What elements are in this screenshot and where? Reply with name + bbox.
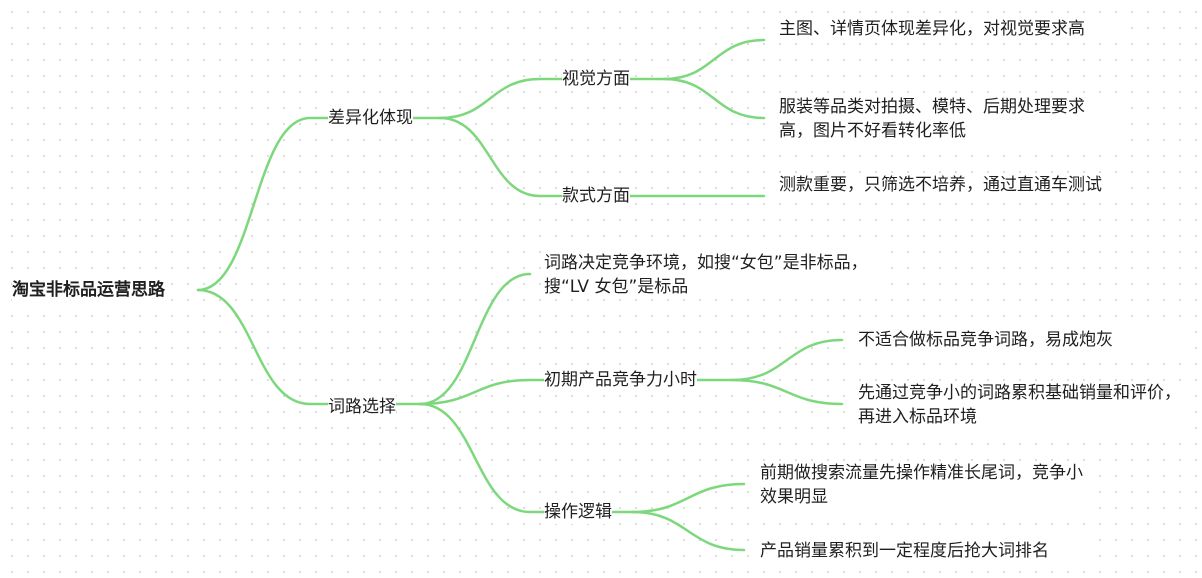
node-early-item-2[interactable]: 先通过竞争小的词路累积基础销量和评价，再进入标品环境	[858, 381, 1192, 429]
node-differentiation[interactable]: 差异化体现	[328, 106, 413, 130]
node-operation-logic[interactable]: 操作逻辑	[544, 500, 612, 524]
node-ops-item-2[interactable]: 产品销量累积到一定程度后抢大词排名	[760, 539, 1098, 563]
connector-early-to-item2	[730, 378, 844, 406]
connector-early-to-item1	[730, 338, 844, 382]
node-style-item-1[interactable]: 测款重要，只筛选不培养，通过直通车测试	[779, 173, 1117, 197]
node-early-item-1[interactable]: 不适合做标品竞争词路，易成炮灰	[858, 328, 1192, 352]
connector-diff-to-style	[438, 116, 666, 198]
node-word-path[interactable]: 词路选择	[328, 395, 396, 419]
connector-words-to-decide	[418, 272, 532, 406]
node-style[interactable]: 款式方面	[562, 184, 630, 208]
connector-visual-to-item1	[662, 38, 766, 81]
node-visual[interactable]: 视觉方面	[562, 67, 630, 91]
connector-words-to-ops	[418, 402, 634, 514]
node-visual-item-2[interactable]: 服装等品类对拍摄、模特、后期处理要求高，图片不好看转化率低	[779, 95, 1117, 143]
connector-root-to-diff	[196, 116, 442, 292]
connector-diff-to-visual	[438, 77, 666, 120]
connector-words-to-early	[418, 378, 734, 406]
node-early-stage[interactable]: 初期产品竞争力小时	[544, 368, 697, 392]
root-node[interactable]: 淘宝非标品运营思路	[12, 278, 165, 302]
connector-visual-to-item2	[662, 77, 766, 120]
node-ops-item-1[interactable]: 前期做搜索流量先操作精准长尾词，竞争小效果明显	[760, 461, 1098, 509]
connector-ops-to-item2	[630, 510, 746, 552]
connector-root-to-words	[196, 288, 422, 406]
connector-ops-to-item1	[630, 482, 746, 514]
node-word-decide[interactable]: 词路决定竞争环境，如搜“女包”是非标品，搜“LV 女包”是标品	[544, 251, 882, 299]
node-visual-item-1[interactable]: 主图、详情页体现差异化，对视觉要求高	[779, 17, 1117, 41]
